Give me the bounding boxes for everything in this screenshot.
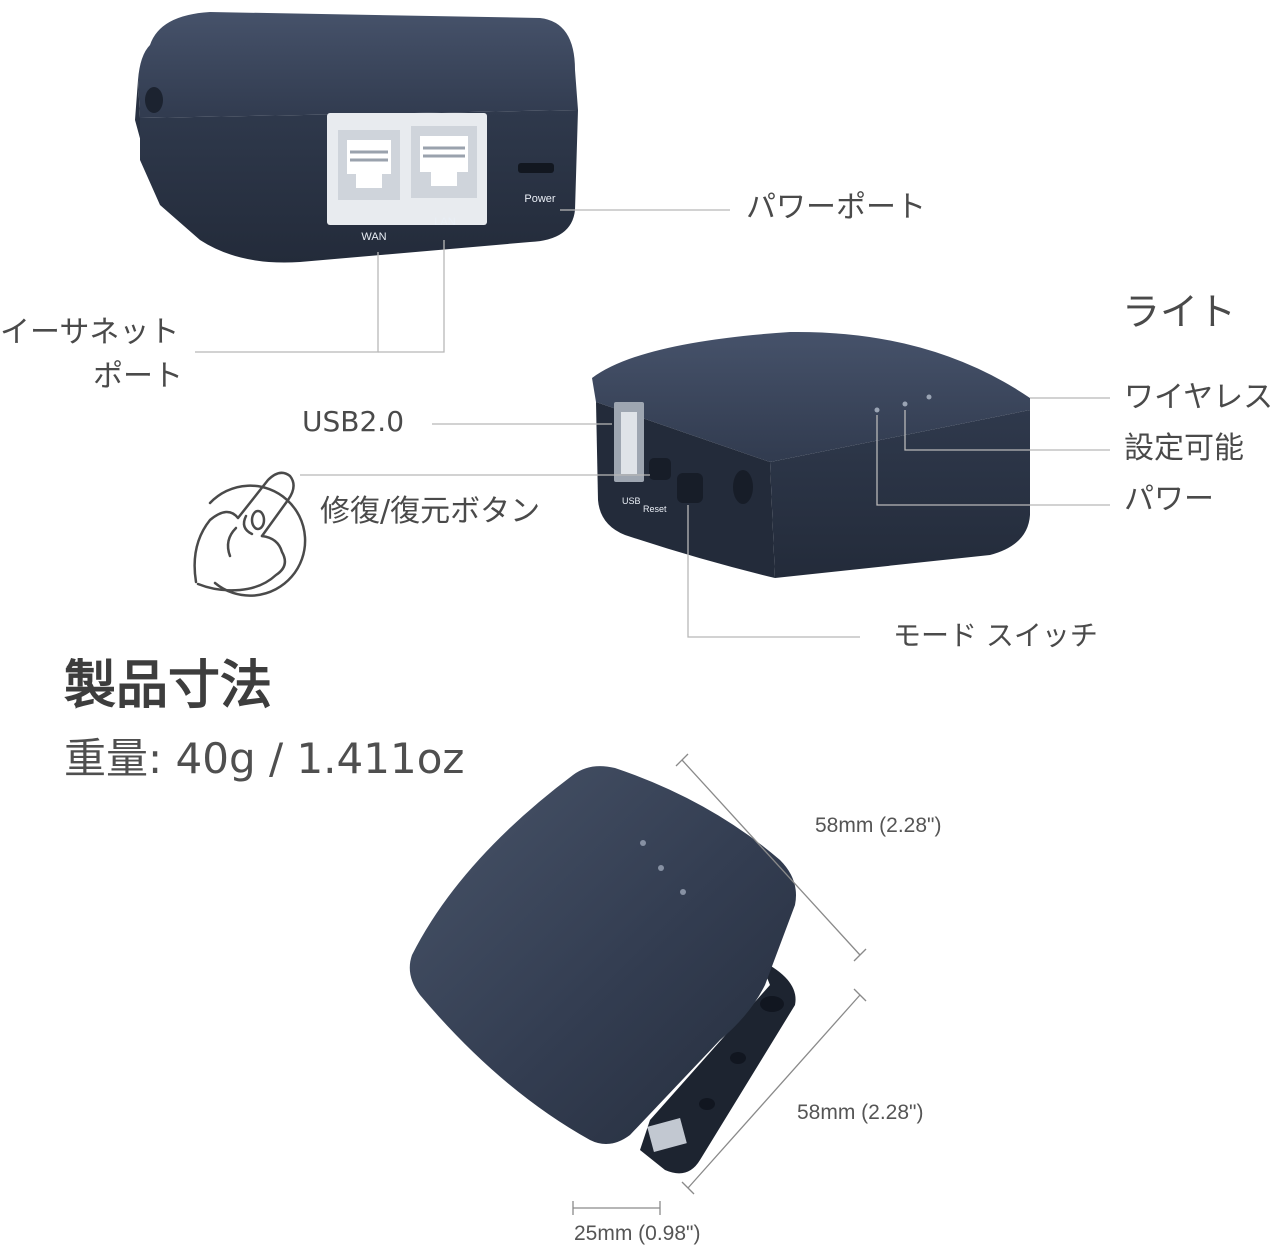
reset-label: Reset [643, 504, 667, 514]
callout-repair-reset: 修復/復元ボタン [320, 494, 541, 529]
led-wireless [926, 394, 932, 400]
router2-top-face [592, 331, 1030, 462]
sq-led-2 [658, 865, 664, 871]
sq-led-3 [680, 889, 686, 895]
micro-usb-port [518, 163, 554, 173]
router-top-face [138, 12, 578, 118]
dimension-lines [572, 753, 867, 1215]
router2-dc-jack [733, 470, 753, 504]
sq-usb-port [647, 1118, 687, 1152]
router-lights-view: USB Reset [592, 331, 1030, 578]
router-square-view [409, 766, 796, 1174]
dimensions-heading: 製品寸法 [64, 656, 273, 716]
router3-top-face [409, 766, 796, 1144]
wan-label: WAN [361, 231, 386, 243]
reset-button [649, 458, 671, 480]
callout-wireless: ワイヤレス [1124, 380, 1274, 415]
callout-lights: ライト [1122, 290, 1237, 334]
led-power [874, 407, 880, 413]
sq-led-1 [640, 840, 646, 846]
lan-label: LAN [434, 216, 455, 228]
usb-label: USB [622, 496, 641, 506]
sq-mode-switch [730, 1052, 746, 1064]
callout-configurable: 設定可能 [1124, 431, 1244, 466]
callout-ethernet-line1: イーサネット [0, 315, 180, 350]
mode-switch-button [677, 473, 703, 503]
router2-right-face [770, 410, 1030, 578]
dimension-length: 58mm (2.28") [815, 814, 942, 837]
router-side-button [145, 87, 163, 113]
dimension-height: 25mm (0.98") [574, 1222, 701, 1245]
router-ports-view: WAN LAN Power [135, 12, 578, 263]
callout-power-port: パワーポート [746, 190, 926, 225]
dimension-width: 58mm (2.28") [797, 1101, 924, 1124]
callout-mode-switch: モード スイッチ [893, 619, 1098, 652]
power-port-label: Power [524, 193, 556, 205]
sq-reset [699, 1098, 715, 1110]
callout-usb: USB2.0 [302, 405, 405, 438]
sq-dc-jack [760, 996, 784, 1012]
callout-ethernet-line2: ポート [93, 359, 183, 394]
callout-power: パワー [1124, 482, 1214, 517]
finger-press-icon [193, 471, 307, 597]
leader-lines [195, 209, 1110, 638]
led-configurable [902, 401, 908, 407]
lan-jack [411, 126, 477, 198]
wan-jack [338, 130, 400, 200]
weight-text: 重量: 40g / 1.411oz [64, 734, 465, 783]
